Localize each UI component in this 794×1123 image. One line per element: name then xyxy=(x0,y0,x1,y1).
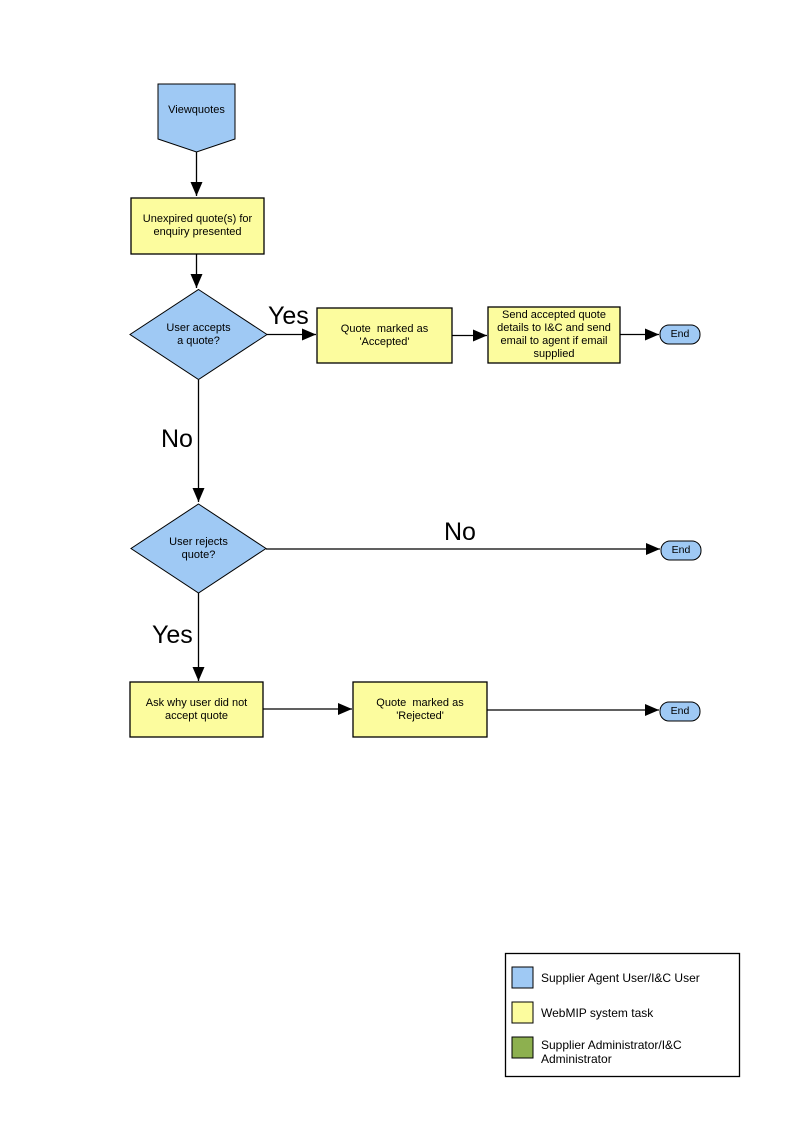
decision-diamond-accept xyxy=(129,288,268,381)
process-rect-mark-rejected xyxy=(352,681,488,738)
start-pentagon xyxy=(157,83,236,153)
end-terminator-3 xyxy=(659,701,701,722)
legend-swatch-system xyxy=(511,1001,534,1024)
end-terminator-2 xyxy=(660,540,702,561)
process-rect-ask-why xyxy=(129,681,264,738)
decision-diamond-reject xyxy=(130,503,267,594)
legend-box xyxy=(504,952,741,1078)
process-rect-send-details xyxy=(487,306,621,364)
legend-swatch-user xyxy=(511,966,534,989)
connectors xyxy=(190,152,660,716)
process-rect-mark-accepted xyxy=(316,307,453,364)
legend-swatch-admin xyxy=(511,1036,534,1059)
end-terminator-1 xyxy=(659,324,701,345)
process-rect-present-quotes xyxy=(130,197,265,255)
